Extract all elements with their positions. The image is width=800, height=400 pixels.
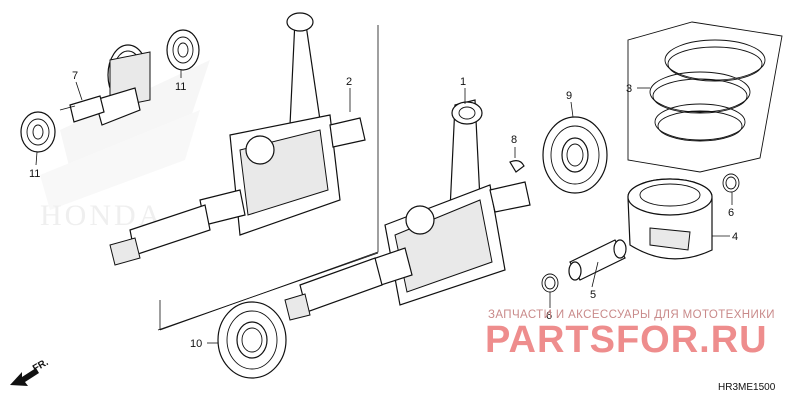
callout-8: 8 [511, 134, 517, 146]
callout-7: 7 [72, 70, 78, 82]
front-direction-arrow: FR. [10, 357, 51, 386]
crankshaft-1 [284, 99, 531, 321]
piston-ring-set-3 [627, 21, 783, 173]
callout-9: 9 [566, 90, 572, 102]
diagram-code: HR3ME1500 [718, 382, 776, 393]
bearing-11-left [20, 111, 56, 153]
callout-2: 2 [346, 76, 352, 88]
piston-4 [627, 178, 713, 260]
bearing-11-top [166, 29, 200, 71]
direction-label: FR. [31, 357, 51, 375]
watermark-tagline: ЗАПЧАСТИ И АКСЕССУАРЫ ДЛЯ МОТОТЕХНИКИ [488, 309, 775, 321]
subassembly-frame-bottom [157, 252, 379, 331]
balancer-shaft-gear [59, 44, 151, 126]
crankshaft-assembly-2 [109, 12, 366, 266]
callout-3: 3 [626, 83, 632, 95]
callout-11-top: 11 [175, 81, 186, 93]
callout-5: 5 [590, 289, 596, 301]
callout-6-right: 6 [728, 207, 734, 219]
callout-4: 4 [732, 231, 738, 243]
watermark-logo: PARTSFOR.RU [485, 319, 768, 361]
honda-wing-background: HONDA [40, 60, 210, 232]
bearing-9 [542, 116, 608, 194]
circlip-6-right [722, 173, 740, 193]
leader-lines [35, 70, 733, 344]
key-8 [509, 160, 525, 173]
callout-10: 10 [190, 338, 202, 350]
callout-6-left: 6 [546, 310, 552, 322]
piston-pin-5 [568, 239, 627, 281]
circlip-6-left [541, 273, 559, 293]
callout-1: 1 [460, 76, 466, 88]
callout-11-left: 11 [29, 168, 40, 180]
bearing-10 [217, 301, 287, 379]
